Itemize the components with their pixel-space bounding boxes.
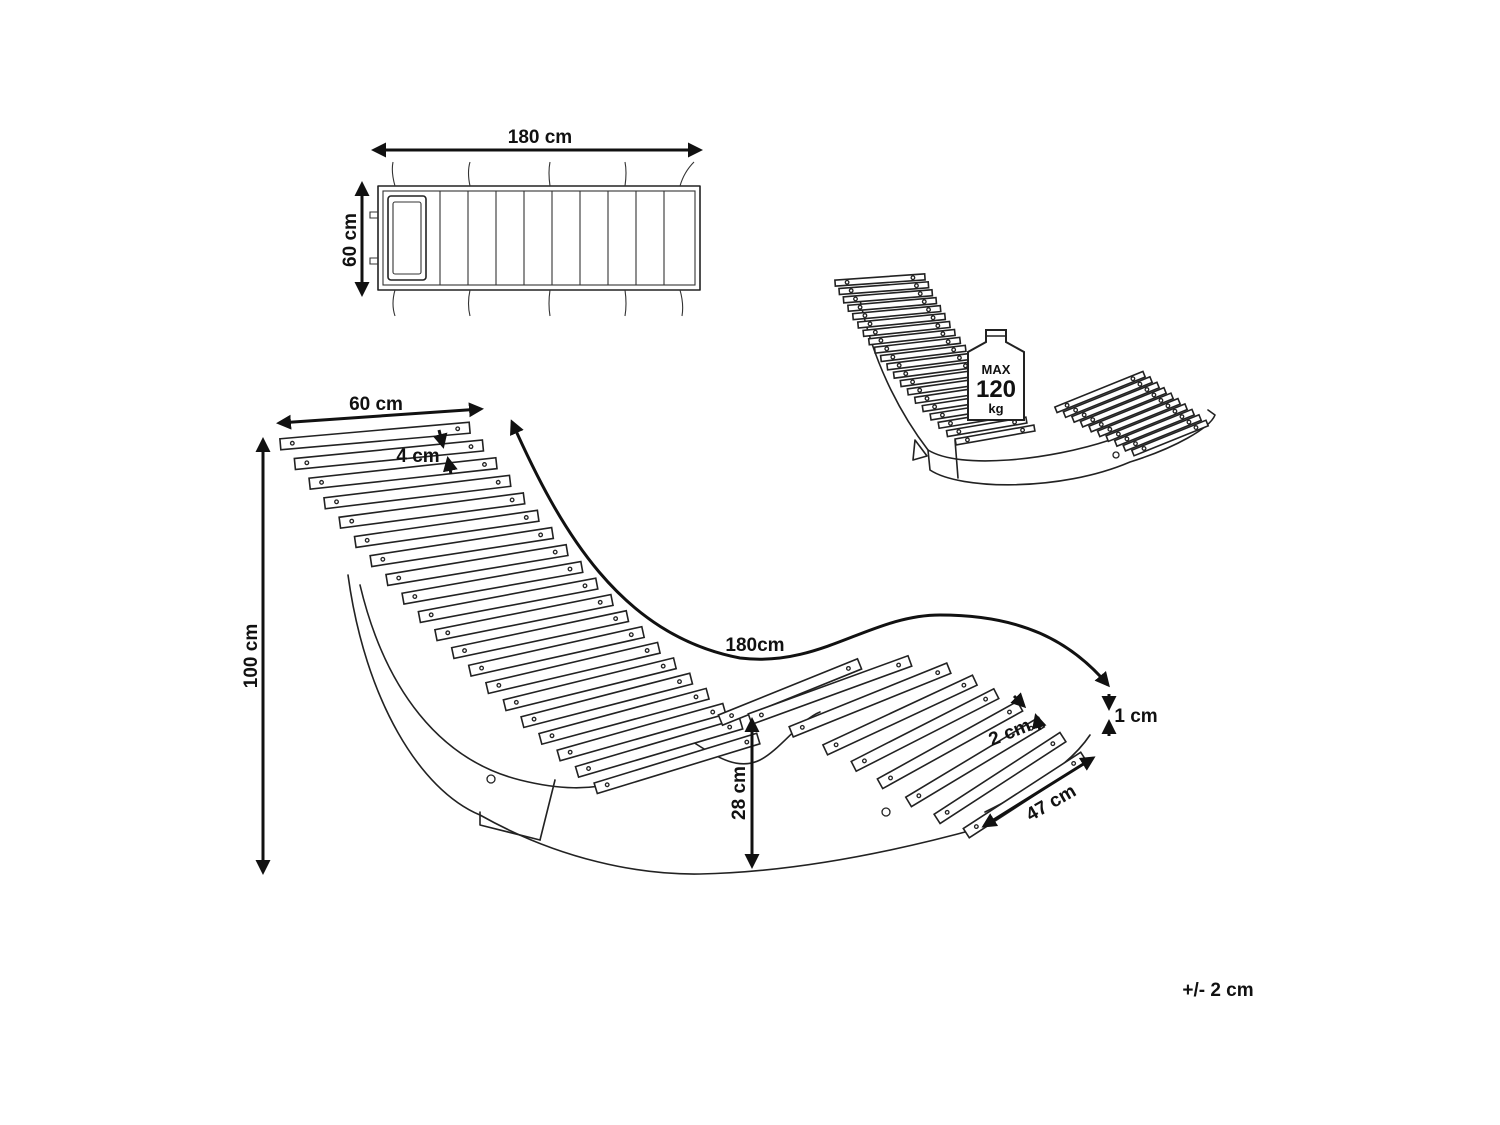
foot-width-arrow: [981, 756, 1096, 828]
lounger-width-arrow: [276, 402, 484, 430]
clearance-label: 28 cm: [729, 766, 750, 820]
tolerance-label: +/- 2 cm: [1182, 980, 1253, 1001]
cushion-width-label: 60 cm: [340, 213, 361, 267]
slat-gap-arrow-top: [1010, 692, 1027, 709]
max-load-line3: kg: [988, 401, 1003, 416]
max-load-line2: 120: [976, 376, 1016, 403]
slat-width-label: 4 cm: [396, 446, 439, 467]
lounger-width-label: 60 cm: [349, 394, 403, 415]
lounger-height-label: 100 cm: [241, 624, 262, 688]
slat-thickness-label: 1 cm: [1114, 706, 1157, 727]
slat-gap-arrow-bottom: [1032, 713, 1047, 731]
lounger-main-drawing: [279, 421, 1091, 875]
lounger-length-arrow: [510, 419, 1110, 688]
slat-width-arrow-top: [432, 429, 448, 449]
max-load-line1: MAX: [982, 362, 1011, 377]
slat-width-arrow-bottom: [442, 456, 458, 475]
lounger-length-label: 180cm: [725, 635, 784, 656]
max-load-badge: MAX 120 kg: [967, 329, 1025, 421]
cushion-length-label: 180 cm: [508, 127, 572, 148]
cushion-drawing: [369, 161, 701, 317]
